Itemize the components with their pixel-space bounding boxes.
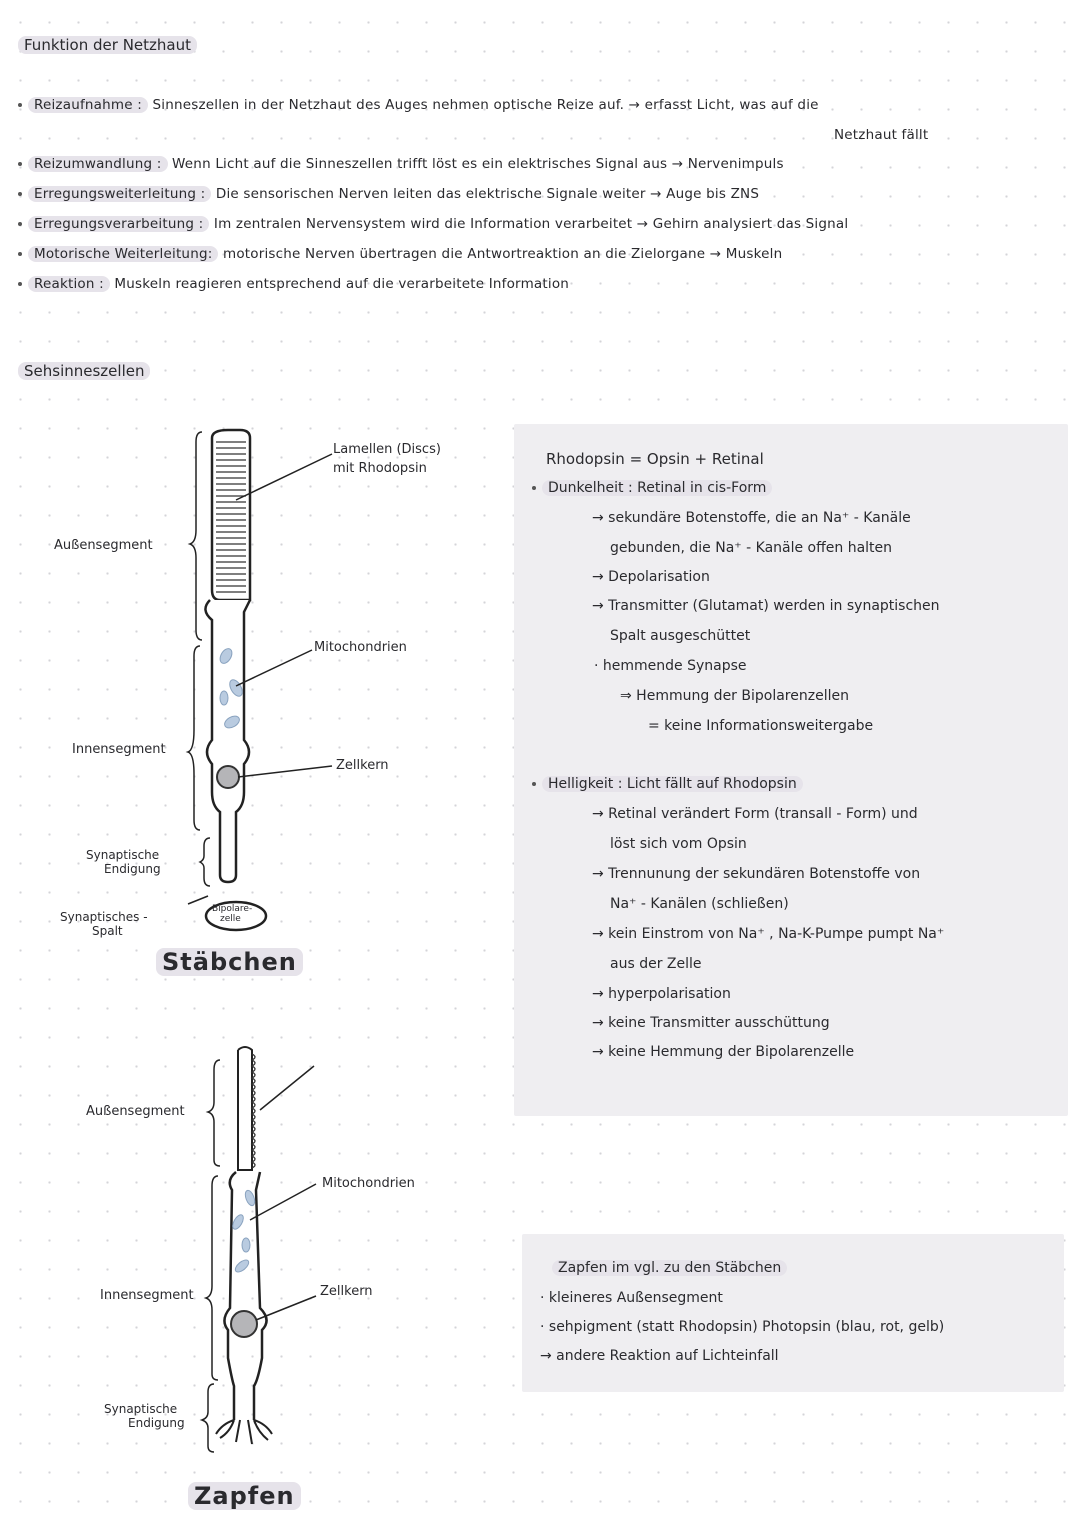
dark-line: → Depolarisation <box>592 569 710 585</box>
label-synaptische-endigung: Synaptische <box>104 1402 178 1416</box>
label-bipolarzelle: Bipolare- <box>212 904 253 914</box>
rod-caption: Stäbchen <box>156 948 303 976</box>
cone-comparison-heading: Zapfen im vgl. zu den Stäbchen <box>552 1260 788 1276</box>
label-innensegment: Innensegment <box>72 742 166 757</box>
light-line: Na⁺ - Kanälen (schließen) <box>610 896 789 912</box>
list-item: Erregungsverarbeitung : Im zentralen Ner… <box>18 216 848 232</box>
label-aussensegment: Außensegment <box>54 538 153 553</box>
label-zellkern: Zellkern <box>336 758 389 773</box>
list-item: Reizumwandlung : Wenn Licht auf die Sinn… <box>18 156 784 172</box>
light-line: löst sich vom Opsin <box>610 836 747 852</box>
label-synaptischer-spalt: Synaptisches - <box>60 910 148 924</box>
label-bipolarzelle-2: zelle <box>220 914 241 924</box>
cone-inner-segment <box>223 1171 268 1420</box>
list-item: Motorische Weiterleitung: motorische Ner… <box>18 246 782 262</box>
label-zellkern: Zellkern <box>320 1284 373 1299</box>
list-item: Erregungsweiterleitung : Die sensorische… <box>18 186 759 202</box>
label-synaptischer-spalt-2: Spalt <box>92 924 123 938</box>
page-title: Funktion der Netzhaut <box>18 36 197 54</box>
label-aussensegment: Außensegment <box>86 1104 185 1119</box>
section-title: Sehsinneszellen <box>18 362 151 380</box>
cone-comparison-line: → andere Reaktion auf Lichteinfall <box>540 1348 779 1364</box>
bullet-icon <box>18 252 22 256</box>
rhodopsin-box <box>514 424 1068 1116</box>
rod-nucleus <box>216 765 240 789</box>
light-line: → hyperpolarisation <box>592 986 731 1002</box>
dark-heading: Dunkelheit : Retinal in cis-Form <box>532 480 773 496</box>
cone-outer-segment <box>237 1046 253 1171</box>
dark-line: ⇒ Hemmung der Bipolarenzellen <box>620 688 849 704</box>
rod-discs <box>216 441 246 593</box>
bullet-icon <box>532 486 536 490</box>
dark-line: Spalt ausgeschüttet <box>610 628 751 644</box>
label-lamellen-rhodopsin: mit Rhodopsin <box>333 461 427 476</box>
label-synaptische-endigung: Synaptische <box>86 848 160 862</box>
bullet-icon <box>18 103 22 107</box>
light-line: → Trennunung der sekundären Botenstoffe … <box>592 866 921 882</box>
rod-inner-segment <box>204 599 252 884</box>
bullet-icon <box>18 192 22 196</box>
rhodopsin-formula: Rhodopsin = Opsin + Retinal <box>546 450 764 468</box>
dark-line: · hemmende Synapse <box>594 658 747 674</box>
cone-nucleus <box>230 1310 258 1338</box>
cone-folds <box>250 1053 256 1169</box>
bullet-icon <box>18 222 22 226</box>
label-mitochondrien: Mitochondrien <box>314 640 407 655</box>
bullet-icon <box>18 282 22 286</box>
cone-caption: Zapfen <box>188 1482 301 1510</box>
cone-comparison-line: · kleineres Außensegment <box>540 1290 723 1306</box>
cone-comparison-box <box>522 1234 1064 1392</box>
label-synaptische-endigung-2: Endigung <box>104 862 161 876</box>
light-line: aus der Zelle <box>610 956 702 972</box>
dark-line: = keine Informationsweitergabe <box>648 718 874 734</box>
light-line: → Retinal verändert Form (transall - For… <box>592 806 918 822</box>
bullet-icon <box>532 782 536 786</box>
label-synaptische-endigung-2: Endigung <box>128 1416 185 1430</box>
dark-line: gebunden, die Na⁺ - Kanäle offen halten <box>610 540 893 556</box>
light-heading: Helligkeit : Licht fällt auf Rhodopsin <box>532 776 803 792</box>
cone-synaptic-ending <box>215 1419 273 1445</box>
bullet-icon <box>18 162 22 166</box>
bipolar-cell <box>204 900 268 932</box>
label-lamellen: Lamellen (Discs) <box>333 442 441 457</box>
cone-comparison-line: · sehpigment (statt Rhodopsin) Photopsin… <box>540 1319 945 1335</box>
cone-cell-diagram <box>199 1046 317 1453</box>
cone-mitochondria <box>232 1189 256 1273</box>
label-innensegment: Innensegment <box>100 1288 194 1303</box>
list-item-continuation: Netzhaut fällt <box>834 127 929 143</box>
dark-line: → Transmitter (Glutamat) werden in synap… <box>592 598 940 614</box>
list-item: Reaktion : Muskeln reagieren entsprechen… <box>18 276 569 292</box>
light-line: → keine Hemmung der Bipolarenzelle <box>592 1044 855 1060</box>
dark-line: → sekundäre Botenstoffe, die an Na⁺ - Ka… <box>592 510 911 526</box>
rod-cell-diagram <box>185 428 333 932</box>
light-line: → kein Einstrom von Na⁺ , Na-K-Pumpe pum… <box>592 926 945 942</box>
light-line: → keine Transmitter ausschüttung <box>592 1015 830 1031</box>
list-item: Reizaufnahme : Sinneszellen in der Netzh… <box>18 97 819 113</box>
label-mitochondrien: Mitochondrien <box>322 1176 415 1191</box>
